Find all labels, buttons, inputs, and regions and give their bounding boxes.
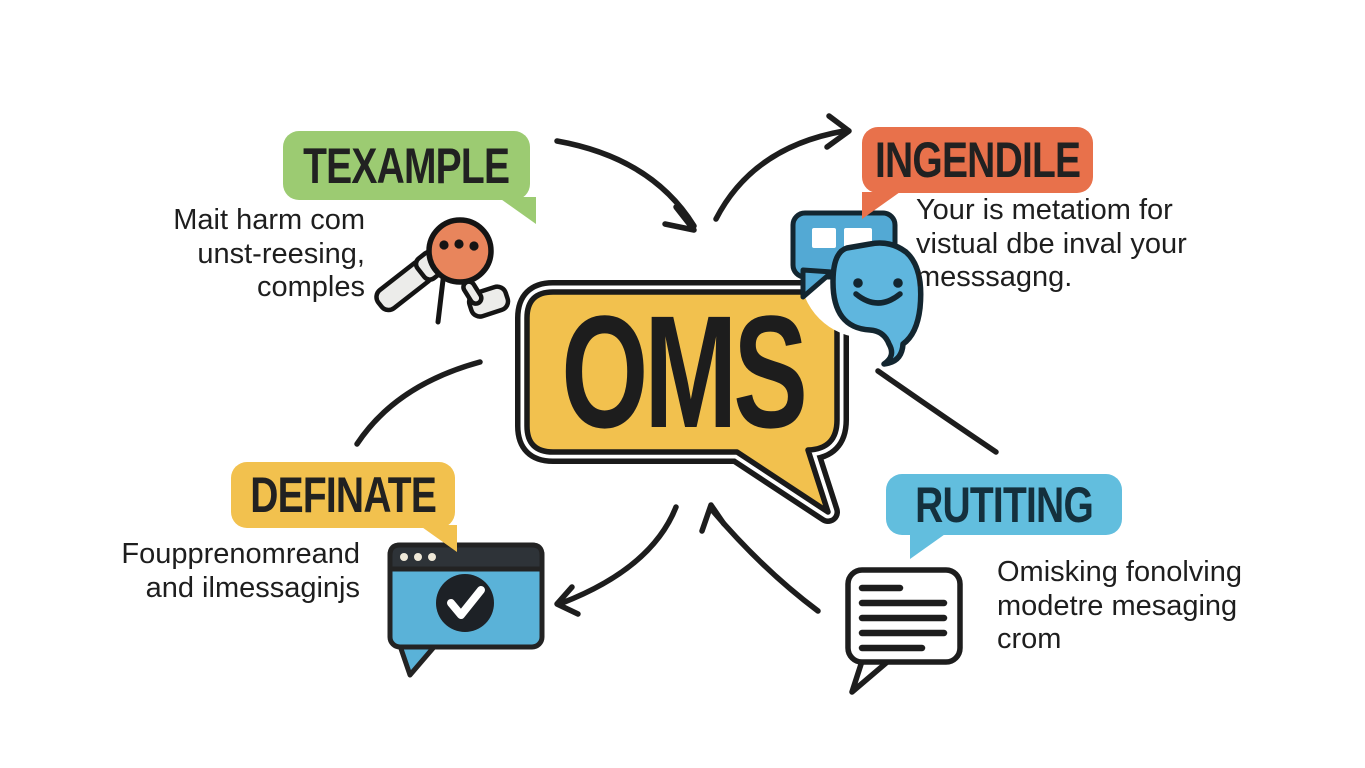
callout-ingendile: INGENDILE [862,127,1093,219]
callout-ingendile-title: INGENDILE [874,132,1081,188]
callout-texample-title: TEXAMPLE [303,137,510,194]
chat-smiley-icon [790,210,924,367]
callout-ingendile-body: Your is metatiom for vistual dbe inval y… [916,194,1187,294]
browser-check-icon [387,542,545,678]
center-label: OMS [561,282,808,461]
callout-texample: TEXAMPLE [283,131,536,224]
callout-texample-body: Mait harm com unst-reesing, comples [173,204,365,304]
arc-center-to-rutiting [875,368,999,455]
arrow-rutiting-to-center [699,502,821,614]
callout-definate-title: DEFINATE [250,467,437,523]
arc-definate-to-center [354,359,483,447]
callout-rutiting-title: RUTITING [915,476,1094,533]
arrow-texample-to-center [554,138,697,233]
callout-rutiting: RUTITING [886,474,1122,559]
callout-definate: DEFINATE [231,462,457,552]
text-message-icon [845,567,963,695]
callout-rutiting-body: Omisking fonolving modetre mesaging crom [997,556,1242,656]
arrow-center-to-ingendile [713,113,852,222]
typing-indicator-hands-icon [374,217,511,325]
arrow-center-to-definate-icon [554,504,679,617]
callout-definate-body: Foupprenomreand and ilmessaginjs [121,538,360,604]
